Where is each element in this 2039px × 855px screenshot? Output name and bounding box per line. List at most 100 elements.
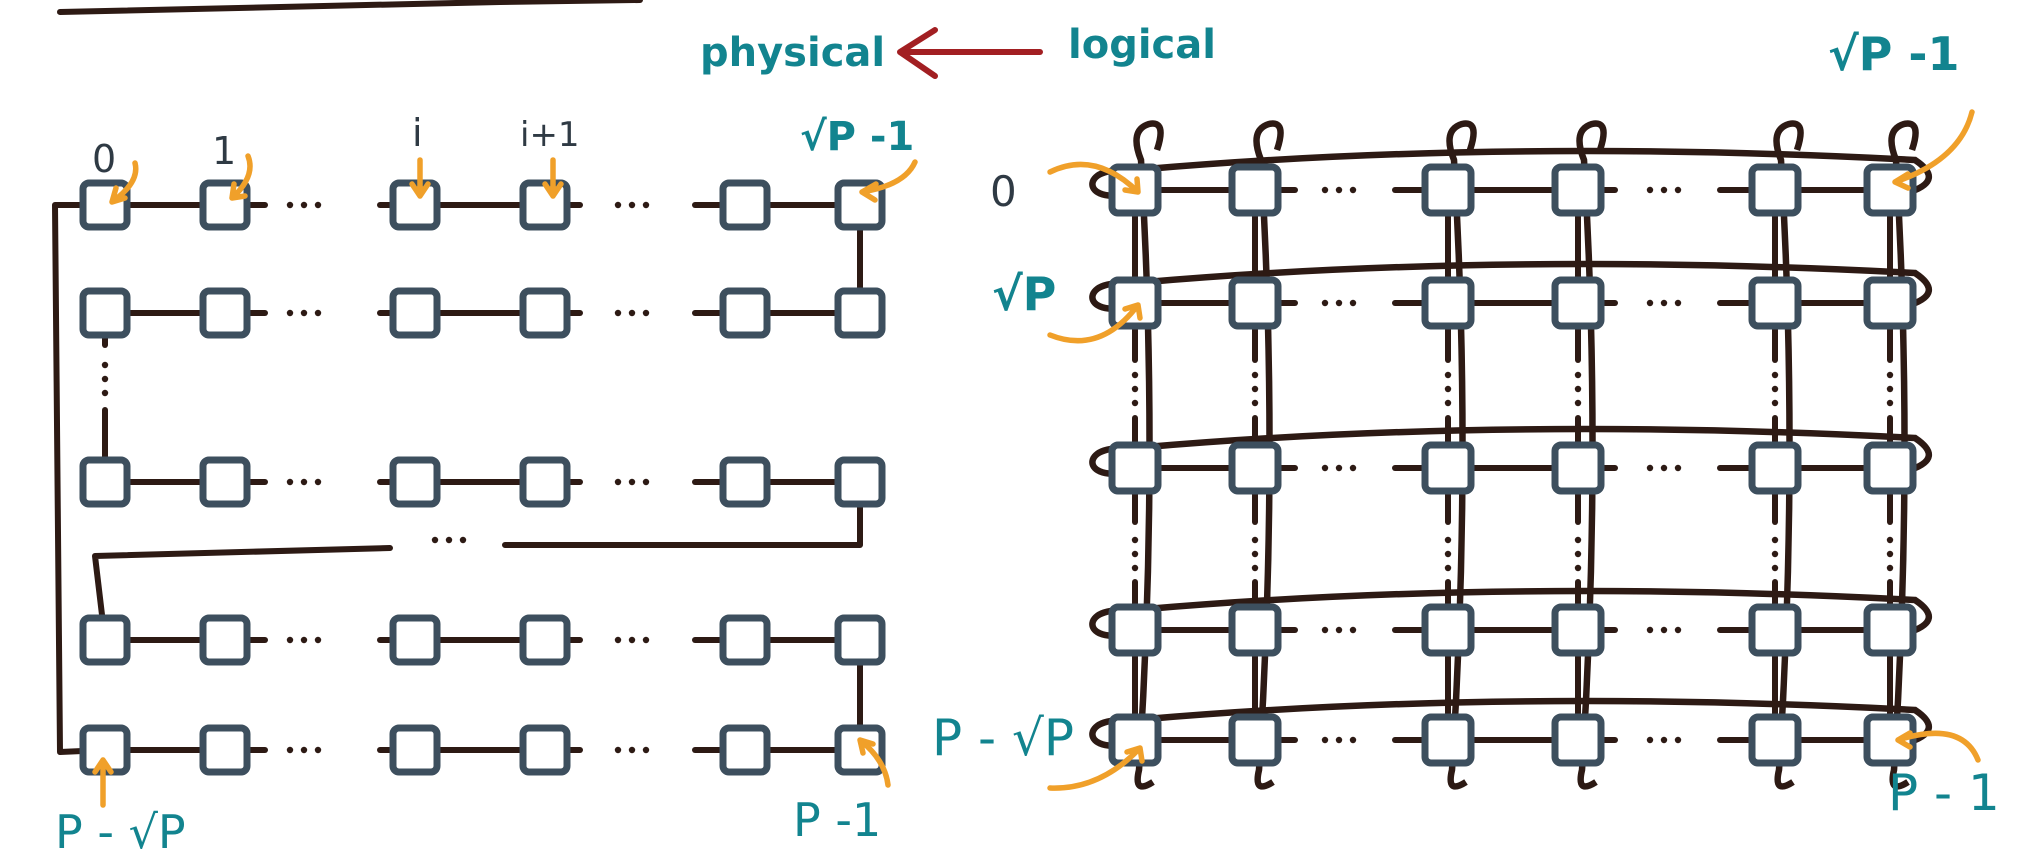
right-label-row1: √P [992,267,1056,321]
mapping-arrow [897,27,1043,79]
left-middle-ellipsis [459,536,467,544]
left-grid-node [199,456,251,508]
right-grid-node [1748,163,1802,217]
right-col-ellipsis [1131,536,1139,544]
right-grid-node [1863,441,1917,495]
right-col-wrap [1773,120,1804,790]
right-grid-node [1551,603,1605,657]
right-grid-node [1421,276,1475,330]
right-grid-node [1748,276,1802,330]
left-row-ellipsis [614,746,622,754]
right-row-ellipsis [1321,736,1329,744]
right-col-ellipsis [1251,371,1259,379]
right-row-ellipsis [1335,464,1343,472]
right-row-ellipsis [1349,186,1357,194]
left-arrow-1 [229,153,253,201]
left-row-ellipsis [300,201,308,209]
right-row-ellipsis [1660,299,1668,307]
left-arrow-i-plus-1 [542,157,564,199]
right-col-ellipsis [1444,564,1452,572]
left-row-ellipsis [614,309,622,317]
right-col-ellipsis [1251,550,1259,558]
right-col-ellipsis [1444,371,1452,379]
right-col-ellipsis [1444,399,1452,407]
right-row-ellipsis [1335,299,1343,307]
left-row-ellipsis [628,636,636,644]
left-snake-wire [92,545,393,643]
right-col-wrap [1576,120,1607,790]
right-col-ellipsis [1886,371,1894,379]
right-col-ellipsis [1771,371,1779,379]
right-grid [1047,109,1981,791]
right-grid-node [1108,603,1162,657]
right-col-ellipsis [1574,536,1582,544]
right-col-ellipsis [1444,536,1452,544]
right-col-ellipsis [1131,385,1139,393]
left-grid-node [834,179,886,231]
left-grid-node [389,179,441,231]
left-row-ellipsis [628,478,636,486]
left-row-ellipsis [614,478,622,486]
right-row-ellipsis [1674,186,1682,194]
right-grid-node [1108,713,1162,767]
left-row-ellipsis [286,636,294,644]
left-grid-node [834,456,886,508]
left-grid-node [519,724,571,776]
right-row-ellipsis [1674,299,1682,307]
right-col-ellipsis [1771,399,1779,407]
right-row-ellipsis [1335,626,1343,634]
right-label-bottom-right: P - 1 [1888,764,2000,822]
left-grid-node [834,287,886,339]
left-grid-node [719,179,771,231]
right-row-ellipsis [1335,186,1343,194]
left-grid-node [199,724,251,776]
right-col-ellipsis [1251,385,1259,393]
right-row-ellipsis [1674,626,1682,634]
left-row-ellipsis [286,201,294,209]
right-grid-node [1228,276,1282,330]
right-grid-node [1421,603,1475,657]
left-row-ellipsis [642,201,650,209]
top-edge-stroke [57,0,643,15]
right-row-ellipsis [1321,299,1329,307]
right-col-ellipsis [1574,399,1582,407]
left-row-ellipsis [614,201,622,209]
right-row-ellipsis [1321,464,1329,472]
left-grid-node [199,614,251,666]
right-row-ellipsis [1349,464,1357,472]
left-arrow-0 [109,160,139,205]
left-row-ellipsis [314,636,322,644]
right-row-ellipsis [1660,736,1668,744]
right-row-ellipsis [1674,464,1682,472]
left-grid-node [389,724,441,776]
right-grid-node [1421,441,1475,495]
right-col-ellipsis [1131,564,1139,572]
right-grid-node [1551,276,1605,330]
left-arrow-i [409,157,431,199]
left-row-ellipsis [628,309,636,317]
left-row-ellipsis [300,478,308,486]
right-col-ellipsis [1771,536,1779,544]
left-row-ellipsis [300,309,308,317]
right-grid-node [1748,603,1802,657]
right-label-row0: 0 [990,167,1017,216]
left-label-top-right: √P -1 [800,114,914,160]
right-grid-node [1108,276,1162,330]
left-grid-node [719,614,771,666]
right-grid-node [1228,713,1282,767]
left-vertical-ellipsis [101,361,109,369]
left-row-ellipsis [642,636,650,644]
left-grid-node [519,614,571,666]
left-grid-node [719,287,771,339]
left-grid-node [834,614,886,666]
left-row-ellipsis [300,636,308,644]
right-grid-node [1863,276,1917,330]
right-col-ellipsis [1574,385,1582,393]
right-col-ellipsis [1886,564,1894,572]
right-row-ellipsis [1335,736,1343,744]
right-col-ellipsis [1574,550,1582,558]
right-col-ellipsis [1251,399,1259,407]
left-middle-ellipsis [445,536,453,544]
right-grid-node [1551,163,1605,217]
right-grid-node [1421,163,1475,217]
